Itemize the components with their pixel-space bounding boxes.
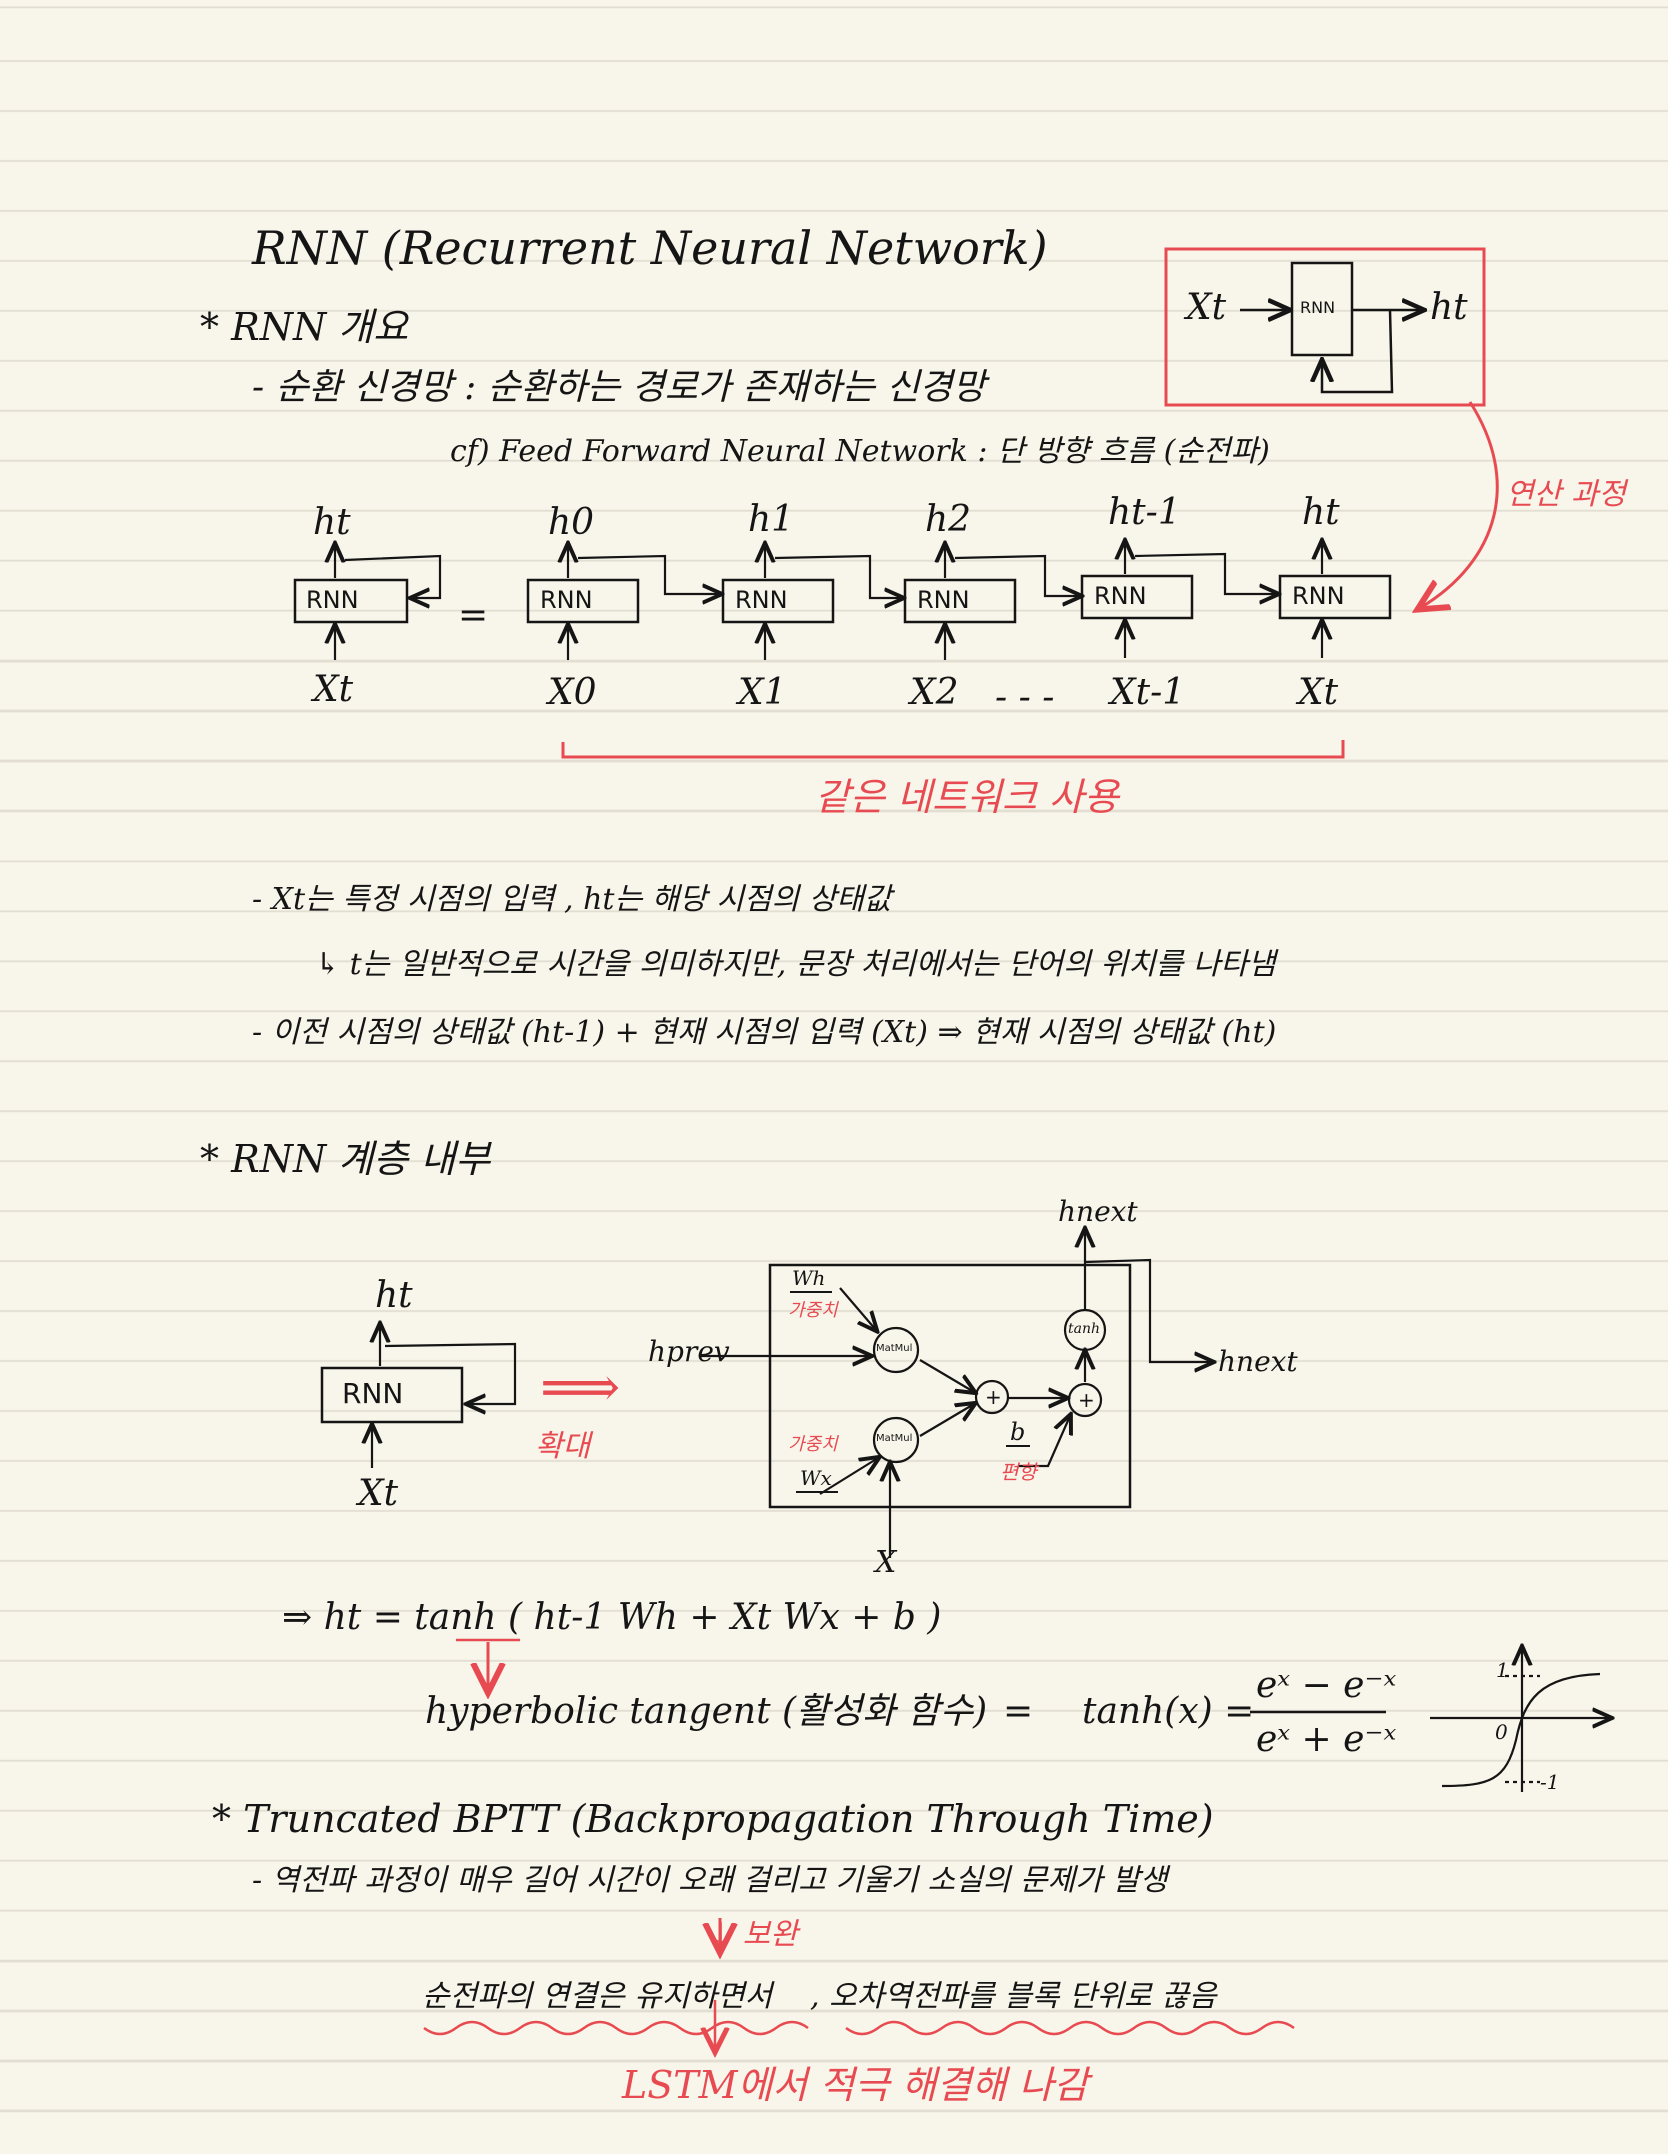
small-cell-top: ht [375, 1275, 413, 1316]
cell-3-bottom: Xt-1 [1110, 672, 1186, 713]
section1-line1: - 순환 신경망 : 순환하는 경로가 존재하는 신경망 [252, 367, 986, 408]
cell-0-bottom: X0 [548, 672, 597, 713]
cell-1-top: h1 [748, 499, 795, 540]
formula: ⇒ ht = tanh ( ht-1 Wh + Xt Wx + b ) [282, 1597, 942, 1638]
cell-3-top: ht-1 [1108, 492, 1181, 533]
left-cell-box: RNN [306, 586, 359, 614]
cell-0-box: RNN [540, 586, 593, 614]
cell-0-top: h0 [548, 502, 595, 543]
wh-note: 가중치 [788, 1300, 838, 1321]
cell-2-top: h2 [925, 499, 972, 540]
compute-curve-arrow [1420, 401, 1499, 608]
matmul2: MatMul [876, 1433, 913, 1444]
section1-note2: ↳ t는 일반적으로 시간을 의미하지만, 문장 처리에서는 단어의 위치를 나… [315, 947, 1276, 982]
bias-note: 편향 [1000, 1460, 1037, 1484]
cell-4-box: RNN [1292, 582, 1345, 610]
cell-1-bottom: X1 [738, 672, 787, 713]
section3-heading: * Truncated BPTT (Backpropagation Throug… [212, 1797, 1214, 1841]
graph-origin: 0 [1495, 1720, 1508, 1744]
h-next-right: hnext [1218, 1345, 1298, 1378]
tanh-lhs: tanh(x) = [1082, 1691, 1255, 1732]
section2-heading: * RNN 계층 내부 [200, 1137, 491, 1181]
same-network-bracket [561, 740, 1345, 759]
inset-input: Xt [1186, 287, 1227, 328]
section1-line2: cf) Feed Forward Neural Network : 단 방향 흐… [450, 434, 1270, 469]
expand-label: 확대 [535, 1429, 591, 1464]
section1-heading: * RNN 개요 [200, 305, 409, 349]
h-prev: hprev [648, 1335, 730, 1368]
section3-line1: - 역전파 과정이 매우 길어 시간이 오래 걸리고 기울기 소실의 문제가 발… [252, 1863, 1168, 1898]
cell-1-box: RNN [735, 586, 788, 614]
inset-frame [1164, 247, 1486, 407]
h-next-top: hnext [1058, 1195, 1138, 1228]
tanh-graph [1430, 1648, 1610, 1792]
section3-line2a: 순전파의 연결은 유지하면서 [422, 1979, 773, 2014]
section3-line3: LSTM에서 적극 해결해 나감 [622, 2063, 1089, 2107]
hyperbolic-equals: = [1003, 1691, 1034, 1732]
cell-2-bottom: X2 [910, 672, 959, 713]
unrolled-ellipsis: - - - [995, 677, 1055, 718]
left-cell-bottom: Xt [313, 669, 354, 710]
hyperbolic-label: hyperbolic tangent (활성화 함수) [425, 1691, 988, 1732]
tanh-node: tanh [1068, 1321, 1101, 1337]
wh-label: Wh [792, 1266, 826, 1290]
tanh-denominator: eˣ + e⁻ˣ [1256, 1719, 1397, 1760]
plus1: + [985, 1385, 1002, 1409]
cell-3-box: RNN [1094, 582, 1147, 610]
graph-y-max: 1 [1496, 1658, 1509, 1682]
small-cell-bottom: Xt [358, 1473, 399, 1514]
cell-2-box: RNN [917, 586, 970, 614]
inset-box-label: RNN [1300, 298, 1336, 317]
plus2: + [1078, 1388, 1095, 1412]
bias-label: b [1010, 1418, 1026, 1446]
small-cell-box: RNN [342, 1377, 404, 1410]
matmul1: MatMul [876, 1343, 913, 1354]
expanded-frame [768, 1263, 1132, 1509]
supplement-label: ↓ 보완 [708, 1917, 798, 1952]
expand-arrow: ⟹ [540, 1355, 621, 1420]
wx-note: 가중치 [788, 1434, 838, 1455]
unrolled-equals: = [458, 595, 489, 636]
page-title: RNN (Recurrent Neural Network) [252, 221, 1048, 275]
graph-y-min: -1 [1540, 1770, 1560, 1794]
left-cell-top: ht [313, 502, 351, 543]
cell-4-bottom: Xt [1298, 672, 1339, 713]
compute-note: 연산 과정 [1506, 477, 1626, 512]
section1-note3: - 이전 시점의 상태값 (ht-1) + 현재 시점의 입력 (Xt) ⇒ 현… [252, 1015, 1277, 1050]
tanh-numerator: eˣ − e⁻ˣ [1256, 1665, 1397, 1706]
cell-4-top: ht [1302, 492, 1340, 533]
inset-output: ht [1430, 287, 1468, 328]
same-network-label: 같은 네트워크 사용 [815, 775, 1119, 819]
section3-line2b: , 오차역전파를 블록 단위로 끊음 [810, 1979, 1217, 2014]
wx-label: Wx [800, 1466, 832, 1490]
x-input: X [875, 1545, 897, 1580]
section1-note1: - Xt는 특정 시점의 입력 , ht는 해당 시점의 상태값 [252, 882, 892, 917]
